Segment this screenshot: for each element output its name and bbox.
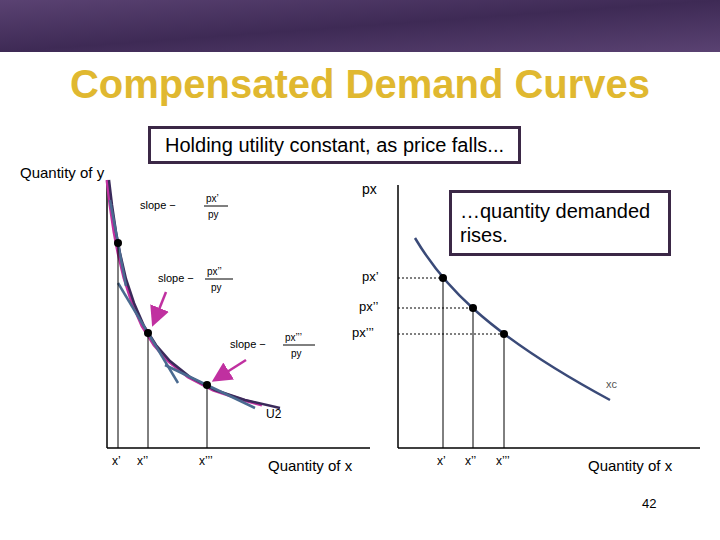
curve-label: U2: [266, 408, 281, 421]
callout-text: Holding utility constant, as price falls…: [165, 133, 504, 157]
page-number: 42: [642, 497, 656, 511]
tick-label: x’’’: [199, 455, 213, 468]
callout-box: …quantity demanded rises.: [449, 190, 671, 256]
axis-label: px: [362, 182, 377, 197]
fraction-part: py: [208, 209, 219, 220]
slope-label: slope −: [140, 199, 176, 211]
price-label: px’’’: [352, 326, 374, 340]
tick-label: x’’: [465, 455, 476, 468]
callout-text: …quantity demanded rises.: [460, 199, 660, 247]
fraction-part: px’’’: [285, 332, 302, 343]
header-band: [0, 0, 720, 52]
axis-title: Quantity of x: [268, 458, 352, 475]
callout-box: Holding utility constant, as price falls…: [148, 126, 521, 164]
tick-label: x’’: [137, 455, 148, 468]
fraction-part: py: [291, 348, 302, 359]
tick-label: x’: [437, 455, 446, 468]
fraction-part: px’’: [207, 266, 222, 277]
tick-label: x’: [112, 455, 121, 468]
price-label: px’: [362, 270, 379, 284]
curve-label: xc: [606, 378, 617, 390]
tick-label: x’’’: [496, 455, 510, 468]
price-label: px’’: [359, 300, 378, 314]
axis-title: Quantity of x: [588, 458, 672, 475]
slide-title: Compensated Demand Curves: [0, 62, 720, 107]
slope-label: slope −: [158, 272, 194, 284]
fraction-part: py: [211, 282, 222, 293]
axis-title: Quantity of y: [20, 165, 104, 182]
fraction-part: px’: [206, 193, 219, 204]
slope-label: slope −: [230, 338, 266, 350]
